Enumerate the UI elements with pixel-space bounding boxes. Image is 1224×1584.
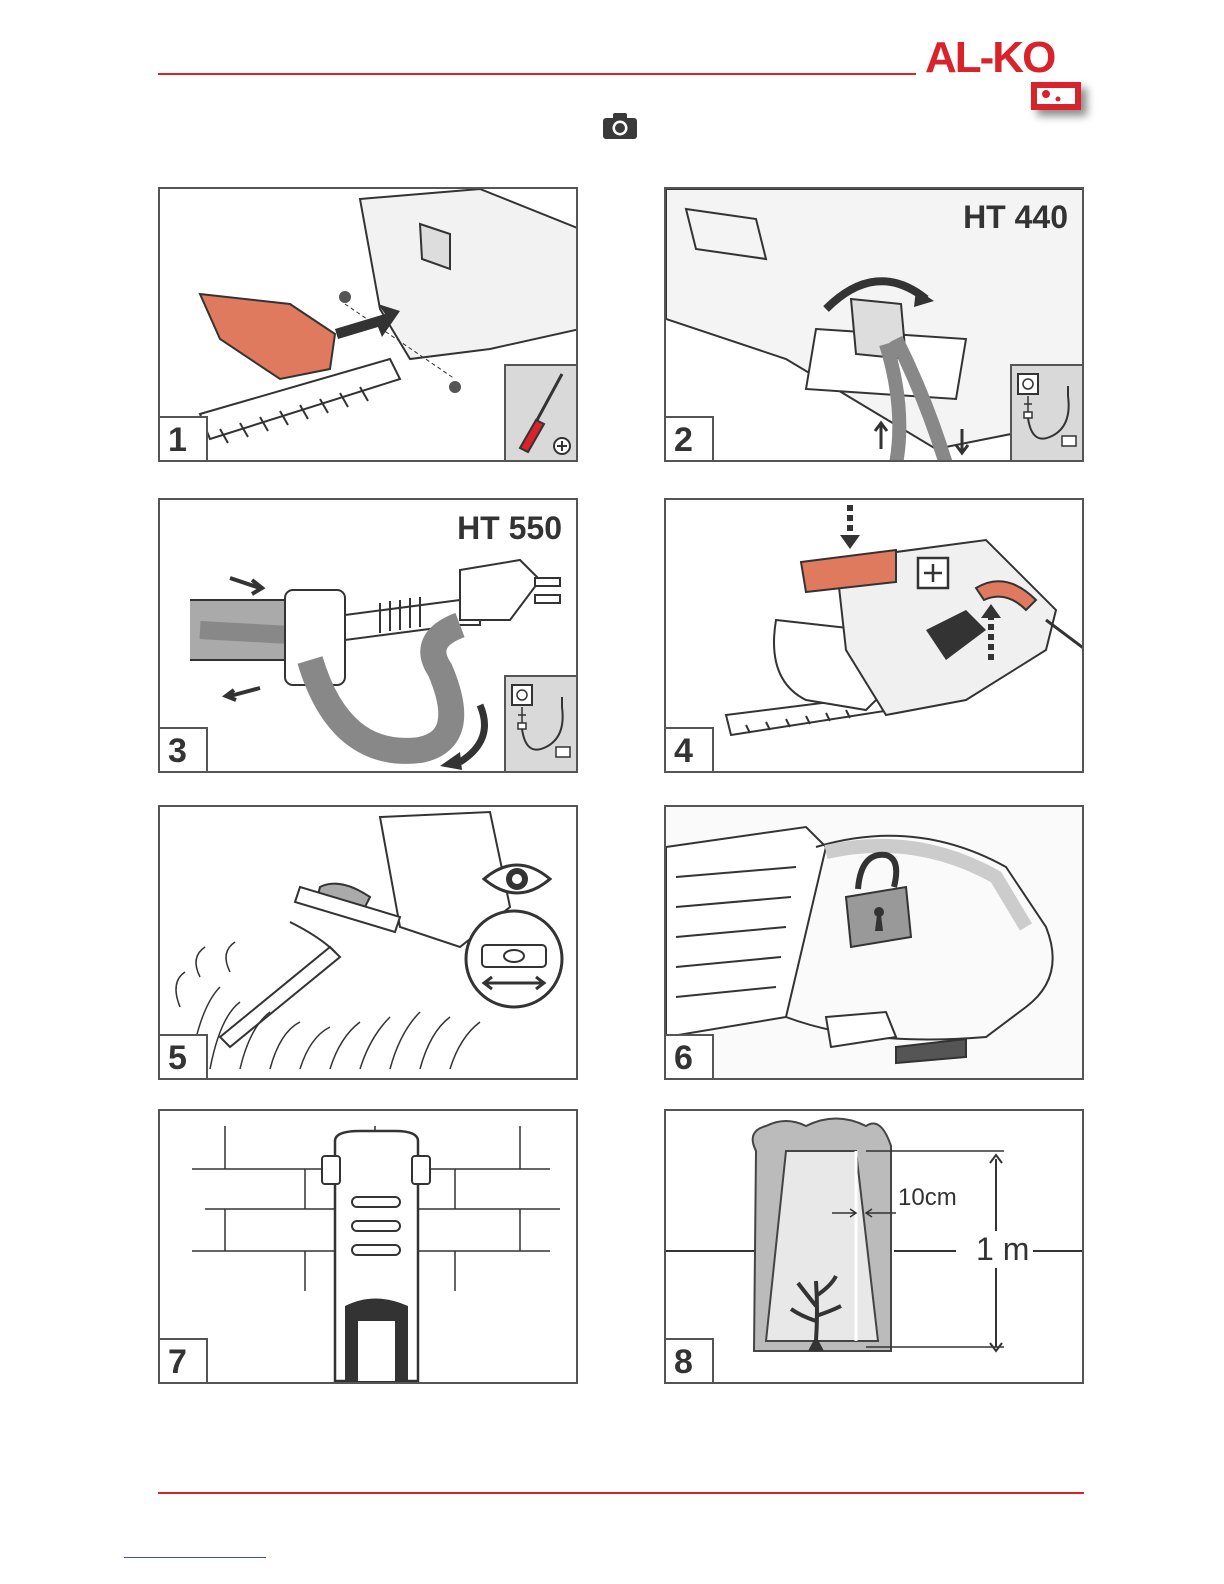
step-tab: 8 <box>664 1338 714 1384</box>
step-tab: 2 <box>664 416 714 462</box>
step-tab: 5 <box>158 1034 208 1080</box>
step-number: 6 <box>674 1039 693 1078</box>
footer-rule <box>158 1492 1084 1494</box>
socket-inset <box>1010 364 1084 462</box>
model-label: HT 550 <box>457 510 562 547</box>
camera-icon <box>602 112 638 140</box>
socket-plug-icon <box>506 677 576 771</box>
panel-step-6: 6 <box>664 805 1084 1080</box>
step-tab: 1 <box>158 416 208 462</box>
step-number: 1 <box>168 421 187 460</box>
logo-text: AL-KO <box>925 36 1054 80</box>
panel-step-4: 4 <box>664 498 1084 773</box>
panel-step-3: HT 550 3 <box>158 498 578 773</box>
two-hand-switch-illustration <box>666 500 1084 773</box>
wall-mounting-illustration <box>160 1111 578 1384</box>
step-number: 3 <box>168 732 187 771</box>
step-number: 5 <box>168 1039 187 1078</box>
panel-step-7: 7 <box>158 1109 578 1384</box>
panel-step-5: 5 <box>158 805 578 1080</box>
storage-lock-illustration <box>666 807 1084 1080</box>
step-number: 2 <box>674 421 693 460</box>
socket-inset <box>504 675 578 773</box>
screwdriver-inset <box>504 364 578 462</box>
step-number: 8 <box>674 1343 693 1382</box>
alko-logo: AL-KO <box>925 36 1095 126</box>
step-tab: 6 <box>664 1034 714 1080</box>
step-tab: 3 <box>158 727 208 773</box>
panel-step-1: 1 <box>158 187 578 462</box>
offset-dimension-label: 10cm <box>898 1184 957 1212</box>
panel-step-2: HT 440 2 <box>664 187 1084 462</box>
panel-step-8: 10cm 1 m 8 <box>664 1109 1084 1384</box>
height-dimension-label: 1 m <box>972 1231 1033 1268</box>
step-number: 4 <box>674 732 693 771</box>
logo-badge <box>1031 82 1081 110</box>
socket-plug-icon <box>1012 366 1082 460</box>
step-number: 7 <box>168 1343 187 1382</box>
slide-switch-icon <box>462 907 567 1012</box>
model-label: HT 440 <box>963 199 1068 236</box>
header-rule <box>158 73 916 75</box>
screwdriver-icon <box>506 366 576 460</box>
step-tab: 4 <box>664 727 714 773</box>
eye-icon <box>482 859 552 899</box>
footer-link-underline <box>124 1557 266 1558</box>
step-tab: 7 <box>158 1338 208 1384</box>
